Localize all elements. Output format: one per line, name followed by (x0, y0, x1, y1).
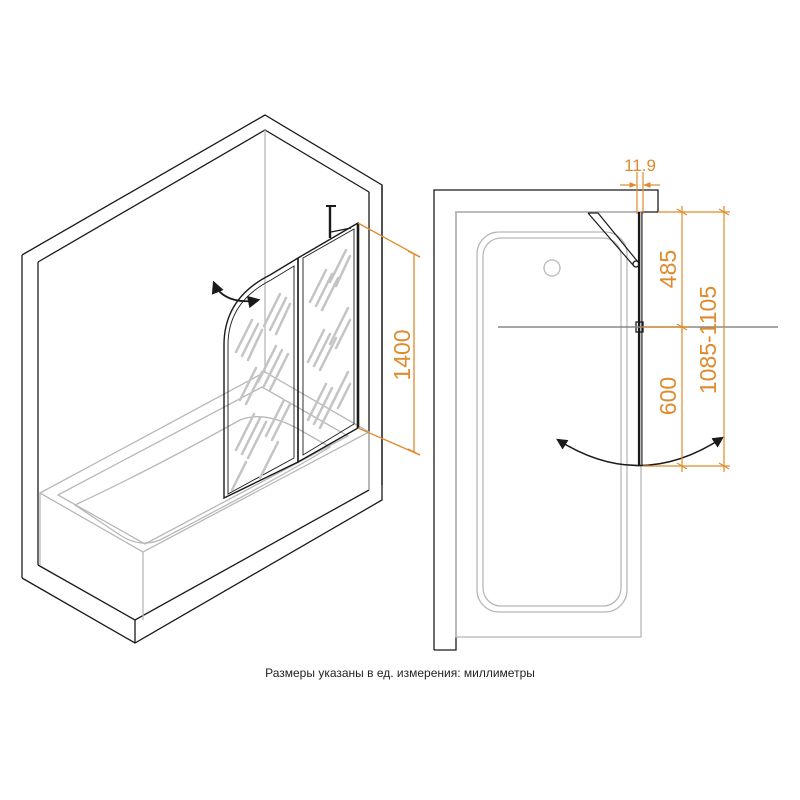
total-width-label: 1085-1105 (695, 286, 721, 394)
swing-panel-label: 600 (655, 377, 681, 415)
units-caption: Размеры указаны в ед. измерения: миллиме… (265, 666, 535, 680)
plan-bathtub (455, 211, 642, 638)
height-label: 1400 (389, 329, 415, 380)
plan-swing-arrow-icon (556, 436, 724, 467)
plan-screen (498, 212, 778, 467)
room-walls (21, 114, 383, 644)
glass-pattern (230, 248, 352, 492)
thickness-label: 11.9 (624, 156, 656, 175)
plan-view (433, 172, 778, 651)
bathtub (38, 371, 371, 620)
height-dimension (357, 222, 421, 456)
perspective-view (21, 114, 421, 644)
swing-arrow-icon (211, 280, 261, 309)
plan-dimensions (620, 172, 730, 472)
plan-walls (433, 189, 659, 651)
drain-icon (543, 259, 561, 277)
fixed-panel-label: 485 (655, 250, 681, 288)
